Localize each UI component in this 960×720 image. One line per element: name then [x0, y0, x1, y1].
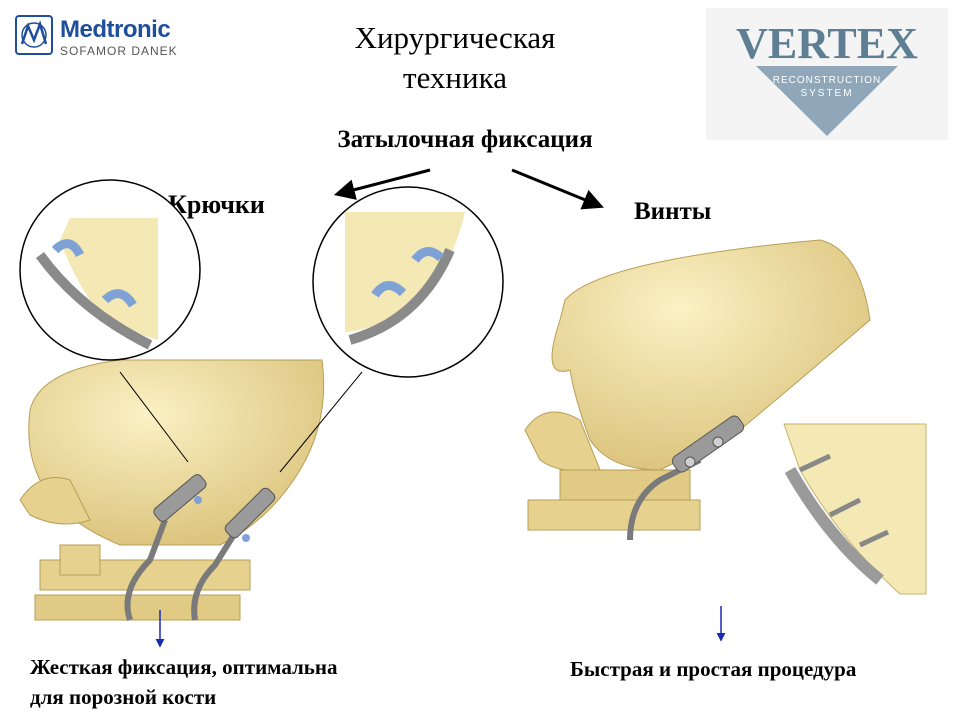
- hooks-zoom-left: [19, 179, 201, 463]
- skull-hooks-illustration: [19, 359, 325, 621]
- screws-label: Винты: [634, 198, 712, 225]
- vertex-emblem-icon: VERTEX RECONSTRUCTION SYSTEM: [706, 8, 948, 140]
- page-title: Хирургическая техника: [300, 18, 610, 98]
- title-line-1: Хирургическая: [354, 20, 556, 55]
- main-heading: Затылочная фиксация: [337, 126, 593, 153]
- medtronic-logo: Medtronic SOFAMOR DANEK: [14, 12, 194, 60]
- logo-subtitle: SOFAMOR DANEK: [60, 44, 178, 58]
- title-line-2: техника: [403, 60, 507, 95]
- caption-hooks-line-2: для порозной кости: [30, 685, 217, 709]
- caption-screws: Быстрая и простая процедура: [570, 657, 857, 681]
- vertex-line1: RECONSTRUCTION: [773, 75, 881, 86]
- arrow-to-screws: [511, 168, 604, 210]
- logo-brand: Medtronic: [60, 16, 171, 43]
- vertex-line2: SYSTEM: [800, 88, 853, 99]
- screws-closeup: [780, 423, 927, 595]
- caption-hooks-line-1: Жесткая фиксация, оптимальна: [30, 655, 338, 679]
- arrow-to-hooks: [333, 168, 431, 200]
- vertex-brand-text: VERTEX: [736, 19, 918, 68]
- skull-screws-illustration: [524, 239, 871, 541]
- hooks-zoom-right: [279, 186, 504, 473]
- vertex-logo: VERTEX RECONSTRUCTION SYSTEM: [706, 8, 948, 140]
- hooks-label: Крючки: [168, 190, 265, 219]
- medtronic-emblem-icon: [15, 15, 53, 55]
- caption-hooks: Жесткая фиксация, оптимальна для порозно…: [30, 652, 450, 712]
